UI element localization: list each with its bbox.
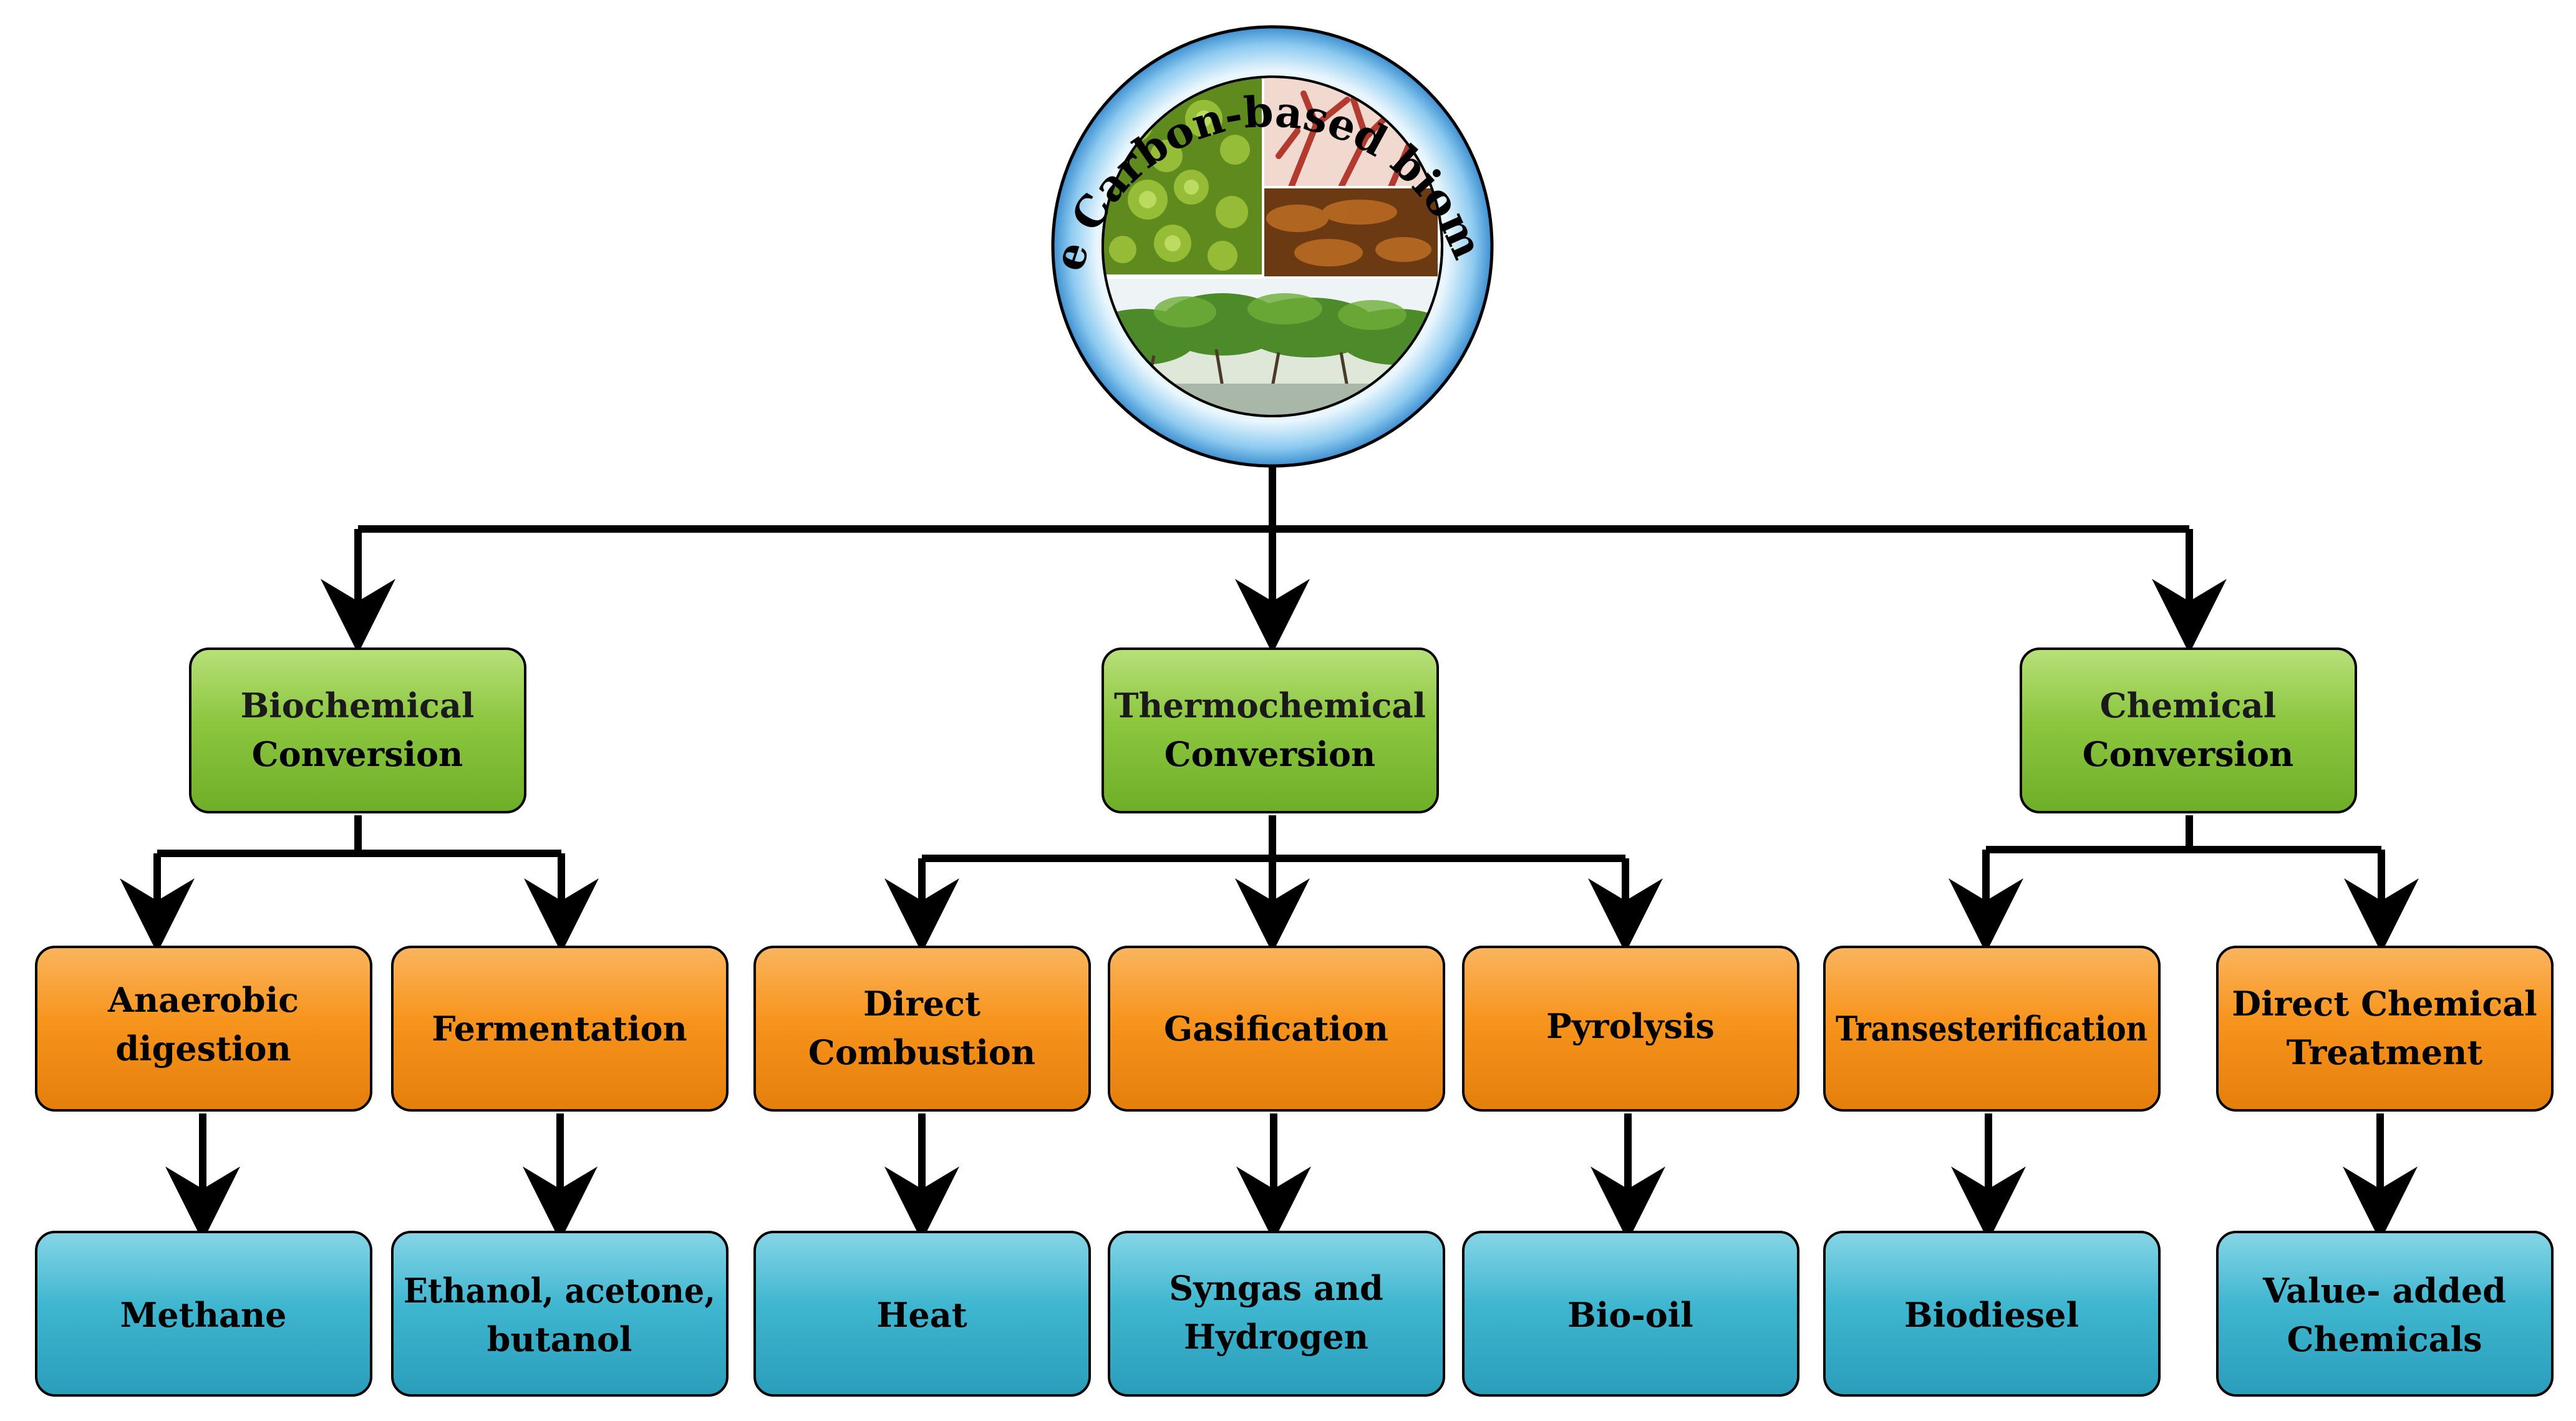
process-label-line-1: Direct Chemical bbox=[2232, 984, 2537, 1024]
category-label-line-2: Conversion bbox=[2083, 734, 2294, 774]
process-box-fermentation: Fermentation bbox=[391, 946, 729, 1112]
product-boxes: Methane Ethanol, acetone, butanol Heat S… bbox=[35, 1231, 2554, 1397]
process-label-line-1: Gasification bbox=[1164, 1009, 1388, 1049]
category-label-line-2: Conversion bbox=[1165, 734, 1376, 774]
category-boxes: Biochemical Conversion Thermochemical Co… bbox=[189, 647, 2357, 813]
category-box-thermochemical: Thermochemical Conversion bbox=[1102, 647, 1439, 813]
product-box-methane: Methane bbox=[35, 1231, 372, 1397]
product-label-line-1: Value- added bbox=[2262, 1271, 2506, 1311]
category-label-line-1: Biochemical bbox=[241, 686, 475, 725]
process-box-direct-combustion: Direct Combustion bbox=[753, 946, 1091, 1112]
product-label-line-2: Chemicals bbox=[2287, 1319, 2482, 1359]
product-box-heat: Heat bbox=[753, 1231, 1091, 1397]
product-label-line-2: Hydrogen bbox=[1184, 1317, 1368, 1357]
connectors bbox=[120, 466, 2419, 1241]
category-box-chemical: Chemical Conversion bbox=[2020, 647, 2357, 813]
process-label-line-1: Anaerobic bbox=[107, 980, 299, 1020]
product-label-line-1: Heat bbox=[876, 1295, 967, 1335]
product-label-line-1: Biodiesel bbox=[1904, 1295, 2079, 1335]
process-label-line-2: Combustion bbox=[808, 1032, 1035, 1072]
process-label-line-1: Direct bbox=[863, 984, 981, 1024]
root-node: Blue Carbon-based biomass bbox=[0, 0, 1494, 468]
product-label-line-2: butanol bbox=[487, 1319, 632, 1359]
process-boxes: Anaerobic digestion Fermentation Direct … bbox=[35, 946, 2554, 1112]
process-label-line-1: Transesterification bbox=[1836, 1009, 2147, 1049]
process-box-pyrolysis: Pyrolysis bbox=[1462, 946, 1799, 1112]
process-label-line-2: Treatment bbox=[2287, 1032, 2483, 1072]
product-label-line-1: Bio-oil bbox=[1567, 1295, 1693, 1335]
product-box-ethanol-acetone-butanol: Ethanol, acetone, butanol bbox=[391, 1231, 729, 1397]
product-label-line-1: Syngas and bbox=[1169, 1268, 1383, 1308]
category-box-biochemical: Biochemical Conversion bbox=[189, 647, 526, 813]
process-box-direct-chemical-treatment: Direct Chemical Treatment bbox=[2216, 946, 2554, 1112]
process-label-line-1: Pyrolysis bbox=[1546, 1006, 1715, 1046]
process-box-gasification: Gasification bbox=[1108, 946, 1445, 1112]
process-box-anaerobic-digestion: Anaerobic digestion bbox=[35, 946, 372, 1112]
category-label-line-1: Chemical bbox=[2100, 686, 2277, 725]
process-box-transesterification: Transesterification bbox=[1823, 946, 2161, 1112]
process-label-line-1: Fermentation bbox=[432, 1009, 687, 1049]
product-box-value-added-chemicals: Value- added Chemicals bbox=[2216, 1231, 2554, 1397]
category-label-line-1: Thermochemical bbox=[1114, 686, 1426, 725]
process-label-line-2: digestion bbox=[115, 1029, 291, 1069]
product-box-syngas-hydrogen: Syngas and Hydrogen bbox=[1108, 1231, 1445, 1397]
product-box-bio-oil: Bio-oil bbox=[1462, 1231, 1799, 1397]
category-label-line-2: Conversion bbox=[252, 734, 463, 774]
product-label-line-1: Ethanol, acetone, bbox=[404, 1271, 715, 1311]
product-label-line-1: Methane bbox=[120, 1295, 287, 1335]
product-box-biodiesel: Biodiesel bbox=[1823, 1231, 2161, 1397]
